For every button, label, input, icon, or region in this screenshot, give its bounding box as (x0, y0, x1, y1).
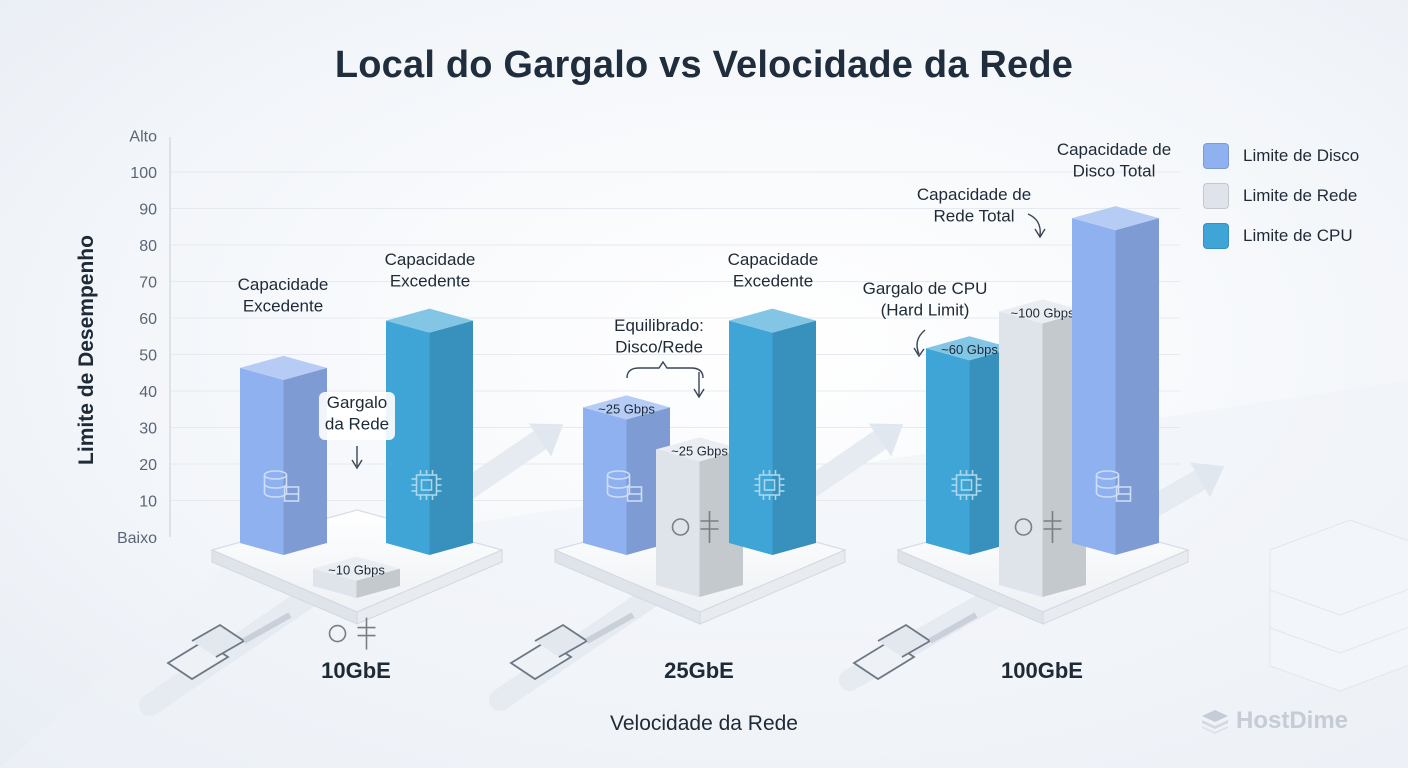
network-icon (671, 511, 719, 543)
flow-arrow-head (1190, 462, 1225, 498)
platform-side-right (356, 549, 503, 625)
y-tick-label: 90 (139, 202, 157, 219)
chart-title: Local do Gargalo vs Velocidade da Rede (334, 44, 1074, 86)
cpu-chip-icon (411, 470, 442, 500)
bar-face-right (429, 320, 473, 555)
ethernet-cable-icon (166, 612, 292, 681)
y-tick-label: 50 (139, 348, 157, 365)
brand-logo: HostDime (1200, 707, 1348, 735)
bar-face-left (386, 320, 430, 555)
y-tick-label: 80 (139, 238, 157, 255)
y-tick-label: 40 (139, 384, 157, 401)
annotation-arrow (1027, 213, 1046, 239)
legend-item-cpu: Limite de CPU (1203, 216, 1359, 256)
bar-25GbE-cpu (729, 308, 816, 555)
network-icon (328, 617, 376, 650)
legend-label-disk: Limite de Disco (1243, 146, 1360, 165)
bar-face-top (386, 308, 473, 333)
bar-face-left (729, 320, 773, 555)
bar-100GbE-disk (1072, 206, 1159, 555)
bar-face-top (999, 299, 1086, 324)
y-tick-label: 70 (139, 275, 157, 292)
x-category-label: 100GbE (1001, 658, 1083, 683)
bar-face-left (926, 348, 970, 555)
bar-value-label: ~60 Gbps (941, 342, 998, 357)
legend-item-network: Limite de Rede (1203, 176, 1359, 216)
platform-side-right (699, 549, 846, 625)
legend-swatch-disk (1203, 143, 1229, 169)
y-tick-label: 60 (139, 311, 157, 328)
annotation-arrow (351, 446, 363, 470)
y-tick-label: 30 (139, 421, 157, 438)
cpu-chip-icon (951, 470, 982, 500)
bar-annotation: Gargalo de CPU(Hard Limit) (863, 279, 988, 319)
network-icon (1014, 511, 1062, 543)
bar-value-label: ~25 Gbps (598, 401, 655, 416)
bar-value-label: ~100 Gbps (1011, 305, 1075, 320)
cpu-chip-icon (754, 470, 785, 500)
decor-server-layer (1269, 519, 1408, 616)
bar-face-right (283, 367, 327, 555)
annotation-arrow (913, 329, 926, 358)
flow-arrow-head (868, 423, 904, 457)
bar-face-left (583, 407, 627, 555)
x-category-label: 25GbE (664, 658, 734, 683)
bar-face-top (926, 336, 1013, 361)
y-tick-label: 100 (130, 165, 157, 182)
bar-25GbE-network: ~25 Gbps (656, 437, 743, 597)
platform-side-right (1042, 549, 1189, 625)
bar-face-top (1072, 206, 1159, 231)
y-tick-label: Alto (129, 129, 157, 146)
ethernet-cable-icon (852, 612, 978, 681)
bar-face-top (729, 308, 816, 333)
legend-item-disk: Limite de Disco (1203, 136, 1359, 176)
y-tick-label: 20 (139, 457, 157, 474)
bar-face-right (1115, 218, 1159, 555)
bar-10GbE-network: ~10 Gbps (313, 556, 400, 650)
legend: Limite de Disco Limite de Rede Limite de… (1203, 136, 1359, 256)
legend-swatch-cpu (1203, 223, 1229, 249)
bar-face-right (772, 320, 816, 555)
bar-face-top (313, 556, 400, 581)
database-icon (263, 470, 300, 502)
database-icon (1095, 470, 1132, 502)
flow-arrow-head (528, 423, 564, 457)
bar-face-left (1072, 218, 1116, 555)
bar-face-left (313, 568, 357, 598)
y-axis-title: Limite de Desempenho (75, 235, 98, 465)
bar-face-top (240, 355, 327, 380)
annotation-brace (626, 360, 704, 379)
annotation-arrow (693, 372, 705, 399)
legend-label-cpu: Limite de CPU (1243, 226, 1353, 245)
group-annotation: Equilibrado:Disco/Rede (614, 316, 704, 356)
legend-swatch-network (1203, 183, 1229, 209)
legend-label-network: Limite de Rede (1243, 186, 1358, 205)
bar-face-top (656, 437, 743, 462)
bar-face-top (583, 395, 670, 420)
ethernet-cable-icon (509, 612, 635, 681)
bar-10GbE-disk (240, 355, 327, 555)
x-axis-title: Velocidade da Rede (610, 712, 798, 735)
hostdime-logo-icon (1202, 710, 1228, 734)
bar-face-right (356, 568, 400, 598)
x-category-label: 10GbE (321, 658, 391, 683)
bar-value-label: ~10 Gbps (328, 563, 385, 578)
y-tick-label: Baixo (117, 530, 157, 547)
bar-face-left (999, 311, 1043, 597)
database-icon (606, 470, 643, 502)
bar-10GbE-cpu (386, 308, 473, 555)
brand-name: HostDime (1236, 707, 1349, 734)
y-tick-label: 10 (139, 494, 157, 511)
bar-face-left (656, 449, 700, 597)
bar-face-left (240, 367, 284, 555)
bar-value-label: ~25 Gbps (671, 443, 728, 458)
annotation-bg (319, 392, 395, 440)
